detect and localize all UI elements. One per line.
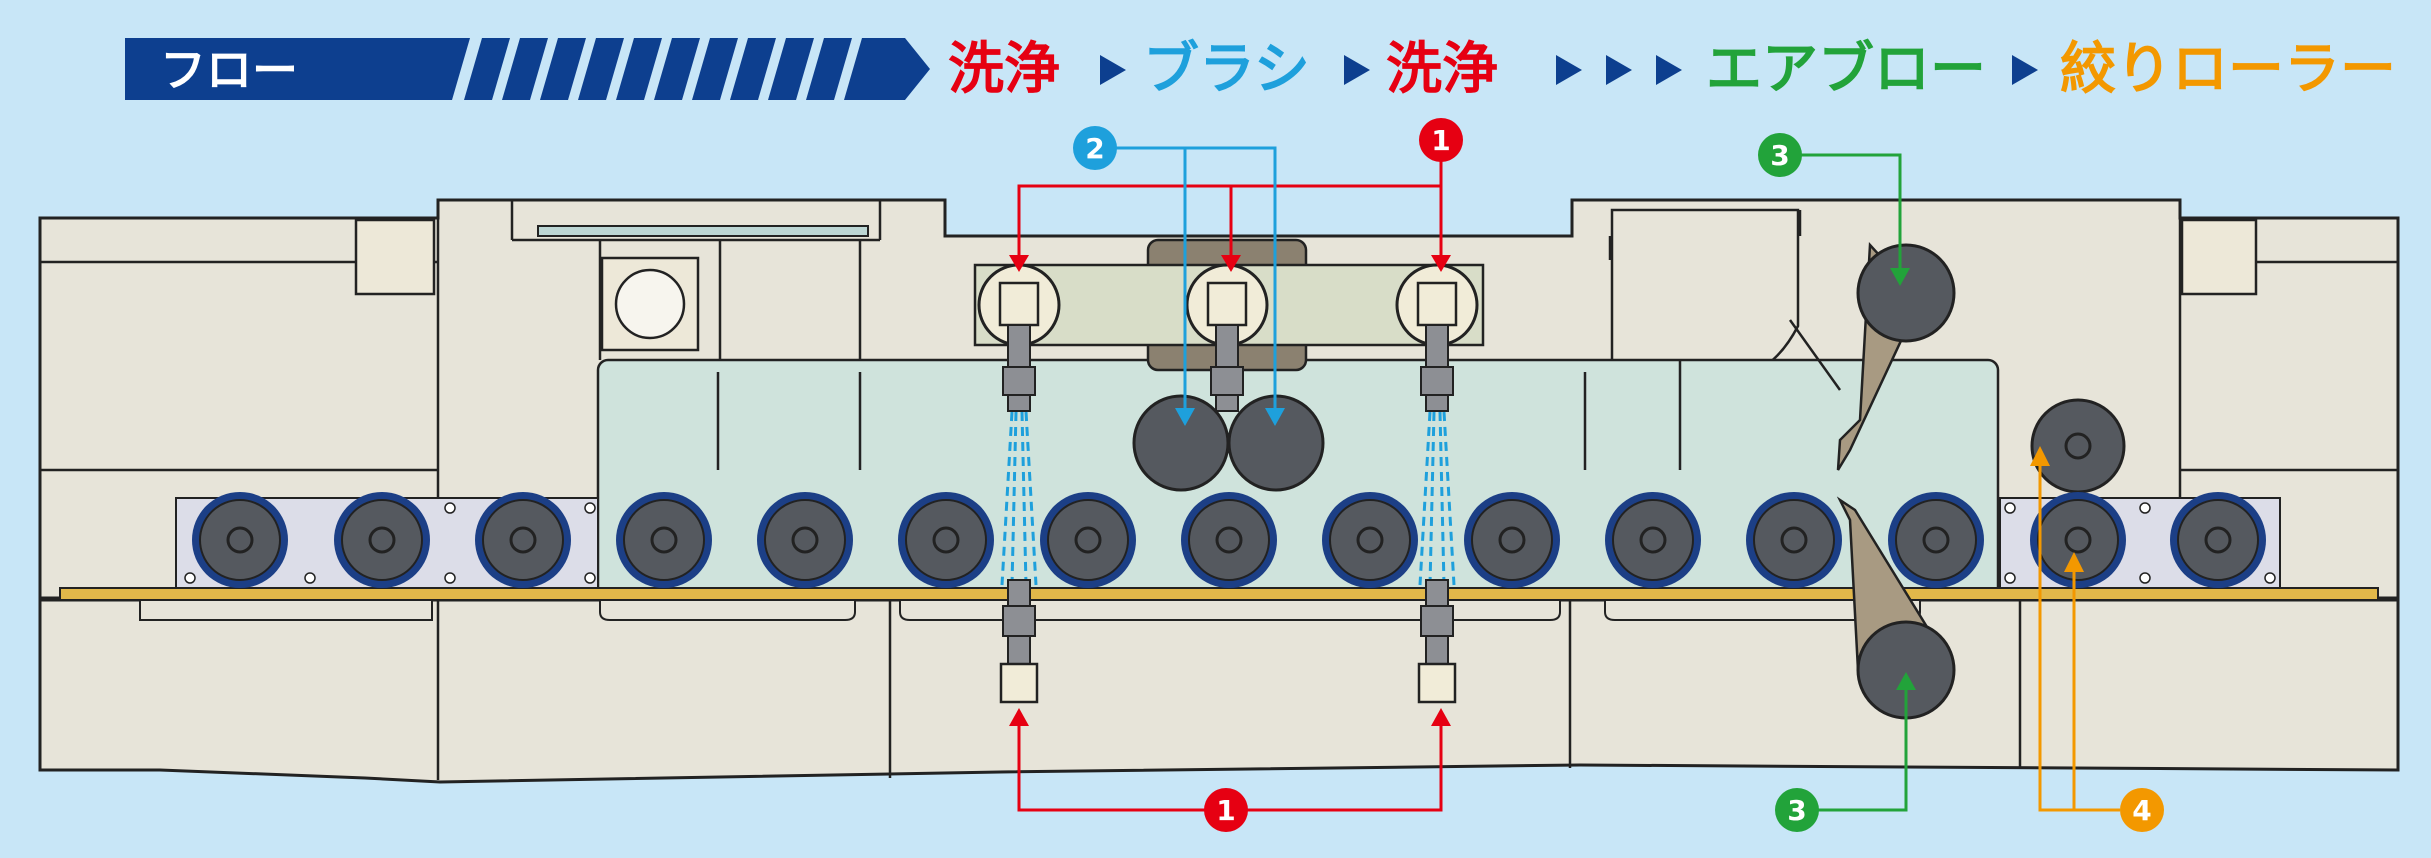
conveyor-roller	[757, 492, 853, 588]
numbered-circle-icon	[1758, 133, 1802, 177]
nozzle-head-3	[1395, 263, 1479, 412]
flow-stripes	[464, 38, 930, 100]
conveyor-roller	[1464, 492, 1560, 588]
marker-wash-bottom-number: 1	[1216, 794, 1235, 827]
marker-brush: 2	[1073, 126, 1117, 170]
squeeze-roller-bottom	[2030, 492, 2126, 588]
air-blow-housing	[1610, 208, 1800, 382]
marker-air-bottom-number: 3	[1787, 794, 1806, 827]
flow-label-bar	[125, 38, 470, 100]
conveyor-rollers	[192, 492, 2266, 588]
nozzle-head-1	[977, 263, 1061, 412]
conveyor-roller	[898, 492, 994, 588]
flow-label: フロー	[160, 43, 298, 97]
arrowhead-air-bottom	[1896, 672, 1916, 690]
step-wash-2: 洗浄	[1386, 37, 1498, 102]
conveyor-roller	[1322, 492, 1418, 588]
play-triangle-icon	[1656, 55, 1682, 85]
marker-air-top-number: 3	[1770, 139, 1789, 172]
callout-wash-top	[1017, 140, 1443, 255]
marker-wash-bottom: 1	[1204, 788, 1248, 832]
step-squeeze-roller: 絞りローラー	[2060, 37, 2396, 102]
marker-brush-number: 2	[1085, 132, 1104, 165]
marker-wash-top-number: 1	[1431, 124, 1450, 157]
numbered-circle-icon	[2120, 788, 2164, 832]
arrowheads-squeeze	[2030, 446, 2084, 572]
play-triangle-icon	[1606, 55, 1632, 85]
arrowheads-wash-bottom	[1009, 708, 1451, 726]
squeeze-roller-top	[2030, 398, 2126, 494]
nozzle-lower-1	[999, 579, 1039, 704]
fan-icon	[614, 268, 686, 340]
play-triangle-icon	[1556, 55, 1582, 85]
conveyor-roller	[475, 492, 571, 588]
conveyor-belt	[59, 587, 2379, 601]
play-triangle-icon	[1100, 55, 1126, 85]
callout-brush	[1110, 146, 1277, 408]
numbered-circle-icon	[1073, 126, 1117, 170]
right-window	[2180, 218, 2258, 296]
conveyor-roller	[334, 492, 430, 588]
tank-baffles	[716, 319, 1842, 470]
callout-air-top	[1780, 153, 1902, 268]
conveyor-roller	[1605, 492, 1701, 588]
conveyor-roller	[1181, 492, 1277, 588]
arrowheads-brush	[1175, 408, 1285, 426]
conveyor-roller	[616, 492, 712, 588]
marker-air-bottom: 3	[1775, 788, 1819, 832]
callout-air-bottom	[1815, 690, 1908, 812]
air-knife-bottom	[1836, 496, 1956, 720]
top-vent	[537, 225, 869, 237]
conveyor-roller	[1888, 492, 1984, 588]
step-air-blow: エアブロー	[1706, 37, 1986, 102]
step-wash-1: 洗浄	[948, 37, 1060, 102]
arrowheads-wash-top	[1009, 255, 1451, 272]
numbered-circle-icon	[1775, 788, 1819, 832]
marker-squeeze: 4	[2120, 788, 2164, 832]
marker-squeeze-number: 4	[2132, 794, 2151, 827]
arrowhead-air-top	[1890, 268, 1910, 286]
play-triangle-icon	[1344, 55, 1370, 85]
marker-wash-top: 1	[1419, 118, 1463, 162]
flow-header: フロー 洗浄 ブラシ 洗浄 エアブロー 絞りローラー	[125, 37, 2396, 102]
conveyor-roller	[2170, 492, 2266, 588]
conveyor-roller	[1040, 492, 1136, 588]
numbered-circle-icon	[1204, 788, 1248, 832]
left-window	[354, 218, 436, 296]
air-knife-top	[1836, 241, 1956, 471]
callout-squeeze	[2038, 460, 2120, 812]
conveyor-roller	[192, 492, 288, 588]
play-triangle-icon	[2012, 55, 2038, 85]
frame-holes	[184, 502, 2276, 584]
step-brush: ブラシ	[1143, 37, 1310, 102]
marker-air-top: 3	[1758, 133, 1802, 177]
nozzle-lower-2	[1417, 579, 1457, 704]
conveyor-roller	[1746, 492, 1842, 588]
numbered-circle-icon	[1419, 118, 1463, 162]
